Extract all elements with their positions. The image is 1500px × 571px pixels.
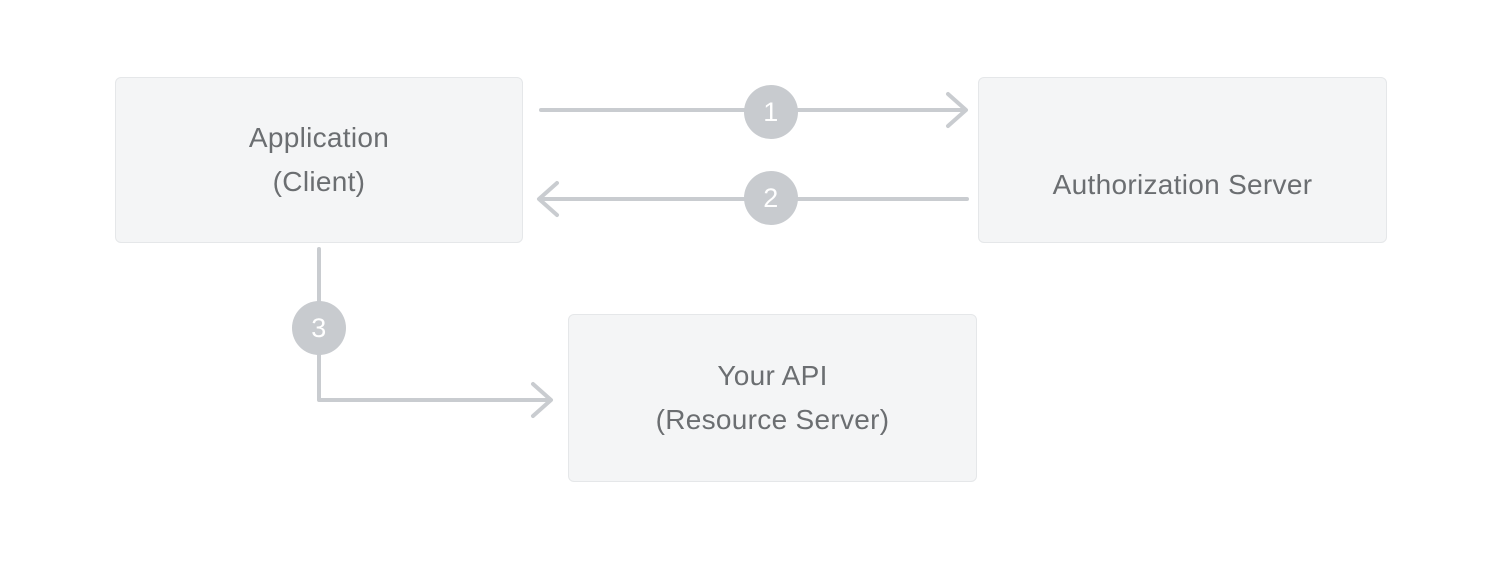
application-client-label: Application (Client) [249,116,389,204]
application-title: Application [248,122,390,153]
arrow-3-head-icon [531,382,553,418]
step-2-badge: 2 [744,171,798,225]
authorization-server-label: Authorization Server [1053,113,1313,207]
application-subtitle: (Client) [272,166,366,197]
authorization-server-title: Authorization Server [1052,169,1313,200]
application-client-node: Application (Client) [115,77,523,243]
your-api-label: Your API (Resource Server) [656,354,890,442]
arrow-3-line [317,247,549,402]
your-api-title: Your API [717,360,828,391]
arrow-step-3 [317,247,553,418]
arrow-1-head-icon [946,92,968,128]
step-1-badge: 1 [744,85,798,139]
authorization-server-node: Authorization Server [978,77,1387,243]
your-api-resource-server-node: Your API (Resource Server) [568,314,977,482]
your-api-subtitle: (Resource Server) [655,404,890,435]
arrow-2-head-icon [537,181,559,217]
step-3-badge: 3 [292,301,346,355]
